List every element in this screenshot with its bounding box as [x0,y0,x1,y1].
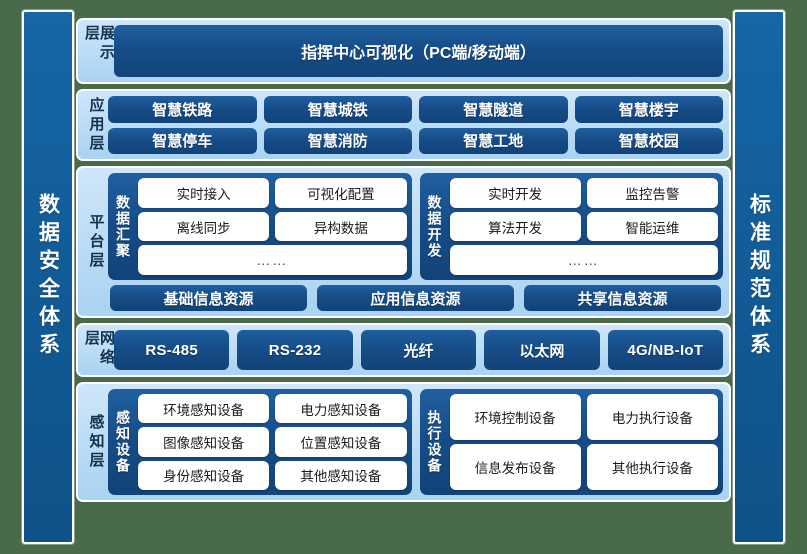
app-item-smart-urban-rail[interactable]: 智慧城铁 [263,96,412,123]
layer-sensing: 感知层 感知设备 环境感知设备 电力感知设备 图像感知设备 [76,382,731,502]
platform-group-data-development: 数据开发 实时开发 监控告警 算法开发 智能运维 …… [419,173,723,280]
actuator-devices-row-1: 环境控制设备 电力执行设备 [449,394,718,440]
chip-intelligent-ops[interactable]: 智能运维 [586,211,718,242]
layer-display: 展示层 指挥中心可视化（PC端/移动端） [76,18,731,84]
sensing-group-sensor-devices: 感知设备 环境感知设备 电力感知设备 图像感知设备 位置感知设备 [108,389,412,495]
right-pillar-label: 标准规范体系 [747,193,771,361]
layer-network-label: 网络层 [83,330,115,368]
layer-display-label: 展示层 [83,25,115,63]
right-pillar-standards: 标准规范体系 [733,10,785,544]
platform-group-data-aggregation-grid: 实时接入 可视化配置 离线同步 异构数据 …… [138,178,407,276]
network-item-rs232[interactable]: RS-232 [237,330,353,370]
chip-data-development-more[interactable]: …… [449,245,718,276]
chip-power-sensing-device[interactable]: 电力感知设备 [275,394,407,424]
layer-sensing-body: 感知设备 环境感知设备 电力感知设备 图像感知设备 位置感知设备 [108,389,723,495]
app-item-smart-construction-site[interactable]: 智慧工地 [419,127,568,154]
chip-environment-sensing-device[interactable]: 环境感知设备 [138,394,270,424]
sensing-group-sensor-devices-label: 感知设备 [115,410,131,474]
chip-position-sensing-device[interactable]: 位置感知设备 [275,427,407,457]
chip-other-sensing-device[interactable]: 其他感知设备 [275,460,407,490]
app-item-smart-tunnel[interactable]: 智慧隧道 [419,96,568,123]
chip-visual-configuration[interactable]: 可视化配置 [275,178,407,208]
data-development-row-1: 实时开发 监控告警 [449,178,718,208]
data-aggregation-row-2: 离线同步 异构数据 [138,211,407,242]
resource-basic-information[interactable]: 基础信息资源 [110,285,307,311]
sensing-group-actuator-devices-label: 执行设备 [426,410,443,474]
application-row-2: 智慧停车 智慧消防 智慧工地 智慧校园 [108,127,723,154]
layer-platform-body: 数据汇聚 实时接入 可视化配置 离线同步 异构数据 …… [108,173,723,311]
sensor-devices-row-1: 环境感知设备 电力感知设备 [138,394,407,424]
chip-identity-sensing-device[interactable]: 身份感知设备 [138,460,270,490]
sensing-group-row: 感知设备 环境感知设备 电力感知设备 图像感知设备 位置感知设备 [108,389,723,495]
layer-network: 网络层 RS-485 RS-232 光纤 以太网 4G/NB-IoT [76,323,731,377]
resource-application-information[interactable]: 应用信息资源 [317,285,514,311]
layer-display-body: 指挥中心可视化（PC端/移动端） [114,25,723,77]
layer-platform: 平台层 数据汇聚 实时接入 可视化配置 离线同步 异 [76,166,731,318]
data-development-row-3: …… [449,245,718,276]
chip-monitoring-alarm[interactable]: 监控告警 [586,178,718,208]
network-item-ethernet[interactable]: 以太网 [484,330,600,370]
resource-shared-information[interactable]: 共享信息资源 [524,285,721,311]
chip-other-actuator-device[interactable]: 其他执行设备 [586,444,718,490]
platform-group-data-aggregation: 数据汇聚 实时接入 可视化配置 离线同步 异构数据 …… [108,173,412,280]
chip-algorithm-development[interactable]: 算法开发 [449,211,581,242]
chip-data-aggregation-more[interactable]: …… [138,245,407,276]
chip-information-release-device[interactable]: 信息发布设备 [449,444,581,490]
sensing-group-actuator-devices-grid: 环境控制设备 电力执行设备 信息发布设备 其他执行设备 [449,394,718,490]
sensor-devices-row-3: 身份感知设备 其他感知设备 [138,460,407,490]
network-item-row: RS-485 RS-232 光纤 以太网 4G/NB-IoT [114,330,724,370]
chip-realtime-development[interactable]: 实时开发 [449,178,581,208]
app-item-smart-campus[interactable]: 智慧校园 [574,127,723,154]
data-aggregation-row-3: …… [138,245,407,276]
chip-environment-control-device[interactable]: 环境控制设备 [449,394,581,440]
layer-application-label: 应用层 [87,96,105,154]
actuator-devices-row-2: 信息发布设备 其他执行设备 [449,444,718,490]
platform-group-data-development-label: 数据开发 [426,194,443,259]
chip-offline-sync[interactable]: 离线同步 [138,211,270,242]
app-item-smart-parking[interactable]: 智慧停车 [108,127,257,154]
layer-application: 应用层 智慧铁路 智慧城铁 智慧隧道 智慧楼宇 智慧停车 智慧消防 智慧工地 智… [76,89,731,161]
layer-application-body: 智慧铁路 智慧城铁 智慧隧道 智慧楼宇 智慧停车 智慧消防 智慧工地 智慧校园 [108,96,723,154]
data-aggregation-row-1: 实时接入 可视化配置 [138,178,407,208]
sensing-group-sensor-devices-grid: 环境感知设备 电力感知设备 图像感知设备 位置感知设备 身份感知设备 其他感知设… [138,394,407,490]
platform-group-data-aggregation-label: 数据汇聚 [115,194,131,259]
platform-group-row: 数据汇聚 实时接入 可视化配置 离线同步 异构数据 …… [108,173,723,280]
chip-heterogeneous-data[interactable]: 异构数据 [275,211,407,242]
display-command-center-box[interactable]: 指挥中心可视化（PC端/移动端） [114,25,723,77]
left-pillar-label: 数据安全体系 [36,193,60,361]
chip-realtime-access[interactable]: 实时接入 [138,178,270,208]
data-development-row-2: 算法开发 智能运维 [449,211,718,242]
sensing-group-actuator-devices: 执行设备 环境控制设备 电力执行设备 信息发布设备 其他执行设备 [419,389,723,495]
network-item-4g-nbiot[interactable]: 4G/NB-IoT [607,330,724,370]
app-item-smart-firefighting[interactable]: 智慧消防 [263,127,412,154]
app-item-smart-railway[interactable]: 智慧铁路 [108,96,257,123]
platform-resource-row: 基础信息资源 应用信息资源 共享信息资源 [108,285,723,311]
network-item-rs485[interactable]: RS-485 [114,330,230,370]
layer-network-body: RS-485 RS-232 光纤 以太网 4G/NB-IoT [114,330,724,370]
layer-platform-label: 平台层 [87,213,105,271]
app-item-smart-building[interactable]: 智慧楼宇 [574,96,723,123]
network-item-optical-fiber[interactable]: 光纤 [360,330,477,370]
platform-group-data-development-grid: 实时开发 监控告警 算法开发 智能运维 …… [449,178,718,276]
layer-stack: 展示层 指挥中心可视化（PC端/移动端） 应用层 智慧铁路 智慧城铁 智慧隧道 … [76,18,731,542]
layer-sensing-label: 感知层 [87,413,105,471]
application-row-1: 智慧铁路 智慧城铁 智慧隧道 智慧楼宇 [108,96,723,123]
sensor-devices-row-2: 图像感知设备 位置感知设备 [138,427,407,457]
left-pillar-data-security: 数据安全体系 [22,10,74,544]
chip-power-actuator-device[interactable]: 电力执行设备 [586,394,718,440]
chip-image-sensing-device[interactable]: 图像感知设备 [138,427,270,457]
